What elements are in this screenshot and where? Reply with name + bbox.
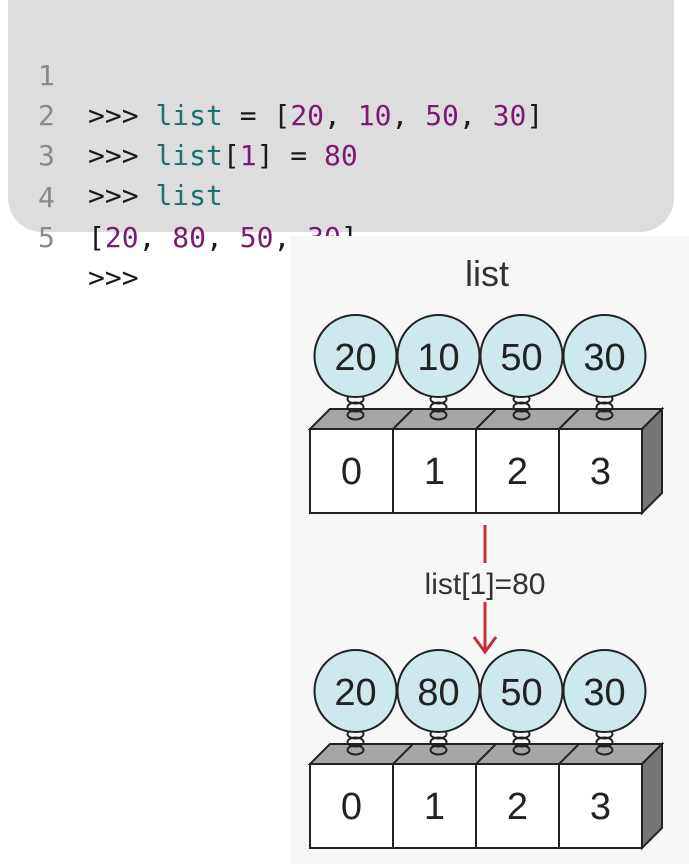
code-token-punct: , — [458, 99, 493, 132]
code-token-num: 50 — [239, 221, 274, 254]
code-token-punct: [ — [222, 139, 240, 172]
box-divider — [558, 408, 580, 430]
list-value: 50 — [500, 337, 542, 379]
list-index: 0 — [341, 786, 362, 828]
box-divider — [475, 743, 497, 765]
code-token-punct: , — [391, 99, 426, 132]
code-token-num: 1 — [239, 139, 257, 172]
code-line: 1 >>> list = [20, 10, 50, 30] — [8, 16, 543, 132]
code-token-num: 10 — [357, 99, 392, 132]
spring-icon — [512, 393, 531, 421]
arrow-head-icon — [472, 636, 498, 655]
code-token-num: 20 — [104, 221, 139, 254]
box-divider — [392, 743, 414, 765]
list-cell — [392, 428, 477, 514]
line-number: 5 — [38, 221, 55, 254]
list-after: 0 1 2 3 20 80 50 30 — [307, 649, 665, 851]
list-value: 10 — [417, 337, 459, 379]
code-token-punct: , — [206, 221, 240, 254]
list-value: 20 — [334, 672, 376, 714]
box-divider — [558, 743, 580, 765]
list-value: 80 — [417, 672, 459, 714]
code-token-prompt: >>> — [88, 179, 156, 212]
list-cell — [309, 428, 394, 514]
code-token-name: list — [155, 179, 223, 212]
list-cell — [392, 763, 477, 849]
code-token-prompt: >>> — [88, 261, 139, 294]
line-number: 4 — [38, 181, 55, 214]
code-line: 2 >>> list[1] = 80 — [8, 56, 358, 172]
code-panel: 1 >>> list = [20, 10, 50, 30] 2 >>> list… — [8, 0, 674, 294]
code-token-punct: ] — [526, 99, 544, 132]
assignment-arrow: list[1]=80 — [425, 525, 546, 655]
list-value: 50 — [500, 672, 542, 714]
list-index: 3 — [590, 786, 611, 828]
list-index: 1 — [424, 786, 445, 828]
code-token-num: 50 — [425, 99, 459, 132]
value-ball — [562, 314, 647, 398]
code-token-name: list — [155, 139, 223, 172]
list-value: 30 — [583, 337, 625, 379]
diagram-area: list 0 1 2 3 20 10 50 30 list[1]=80 0 1 2 3 20 80 50 3… — [290, 236, 689, 864]
line-number: 1 — [38, 59, 55, 92]
code-token-prompt: >>> — [88, 139, 156, 172]
list-index: 0 — [341, 451, 362, 493]
box-side-face — [641, 406, 663, 516]
box-divider — [475, 408, 497, 430]
code-text: >>> list — [88, 176, 223, 216]
value-ball — [562, 649, 647, 733]
code-line: 4 [20, 80, 50, 30] — [8, 138, 358, 254]
diagram-title: list — [465, 253, 509, 294]
code-token-prompt: >>> — [88, 99, 156, 132]
operation-label: list[1]=80 — [425, 568, 546, 601]
list-cell — [558, 428, 643, 514]
list-before: 0 1 2 3 20 10 50 30 — [307, 314, 665, 516]
list-index: 3 — [590, 451, 611, 493]
code-token-name: list — [155, 99, 223, 132]
code-token-punct: [ — [88, 221, 105, 254]
list-cell — [558, 763, 643, 849]
list-index: 2 — [507, 786, 528, 828]
code-token-num: 30 — [492, 99, 527, 132]
list-value: 30 — [583, 672, 625, 714]
list-value: 20 — [334, 337, 376, 379]
list-index: 2 — [507, 451, 528, 493]
list-cell — [475, 428, 560, 514]
box-divider — [392, 408, 414, 430]
code-token-punct: , — [138, 221, 173, 254]
code-token-num: 80 — [324, 139, 358, 172]
code-token-punct: , — [324, 99, 358, 132]
code-text: >>> list = [20, 10, 50, 30] — [88, 96, 543, 136]
code-token-num: 80 — [172, 221, 207, 254]
code-token-num: 20 — [290, 99, 325, 132]
code-text: >>> — [88, 258, 139, 298]
list-diagram: list 0 1 2 3 20 10 50 30 list[1]=80 0 1 2 3 20 80 50 3… — [307, 253, 665, 851]
line-number: 2 — [38, 99, 55, 132]
code-text: >>> list[1] = 80 — [88, 136, 358, 176]
box-side-face — [641, 741, 663, 851]
code-token-punct: , — [273, 221, 291, 254]
list-index: 1 — [424, 451, 445, 493]
code-token-punct: ] = — [256, 139, 325, 172]
line-number: 3 — [38, 139, 55, 172]
code-line: 5 >>> — [8, 178, 139, 294]
list-cell — [309, 763, 394, 849]
code-token-punct: = [ — [222, 99, 291, 132]
code-line: 3 >>> list — [8, 96, 223, 212]
